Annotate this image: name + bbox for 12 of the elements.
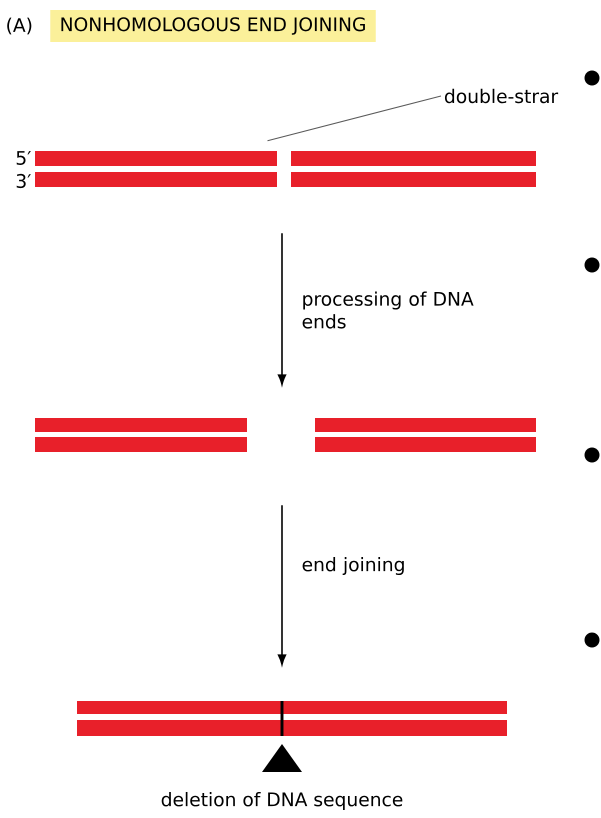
leader-line <box>267 95 442 142</box>
arrow <box>278 505 286 666</box>
edge-label: end joining <box>302 556 404 576</box>
arrow <box>278 233 286 386</box>
dna-strands-drawing <box>35 418 536 452</box>
panel-letter: (A) <box>7 18 32 34</box>
edge-label: processing of DNA ends <box>302 291 474 329</box>
caption-text: deletion of DNA sequence <box>162 792 402 810</box>
title-banner: NONHOMOLOGOUS END JOINING <box>50 10 376 42</box>
dna-strands-drawing <box>35 151 536 187</box>
callout-text: double-strar <box>444 88 558 104</box>
dna-strands-drawing <box>77 701 507 736</box>
